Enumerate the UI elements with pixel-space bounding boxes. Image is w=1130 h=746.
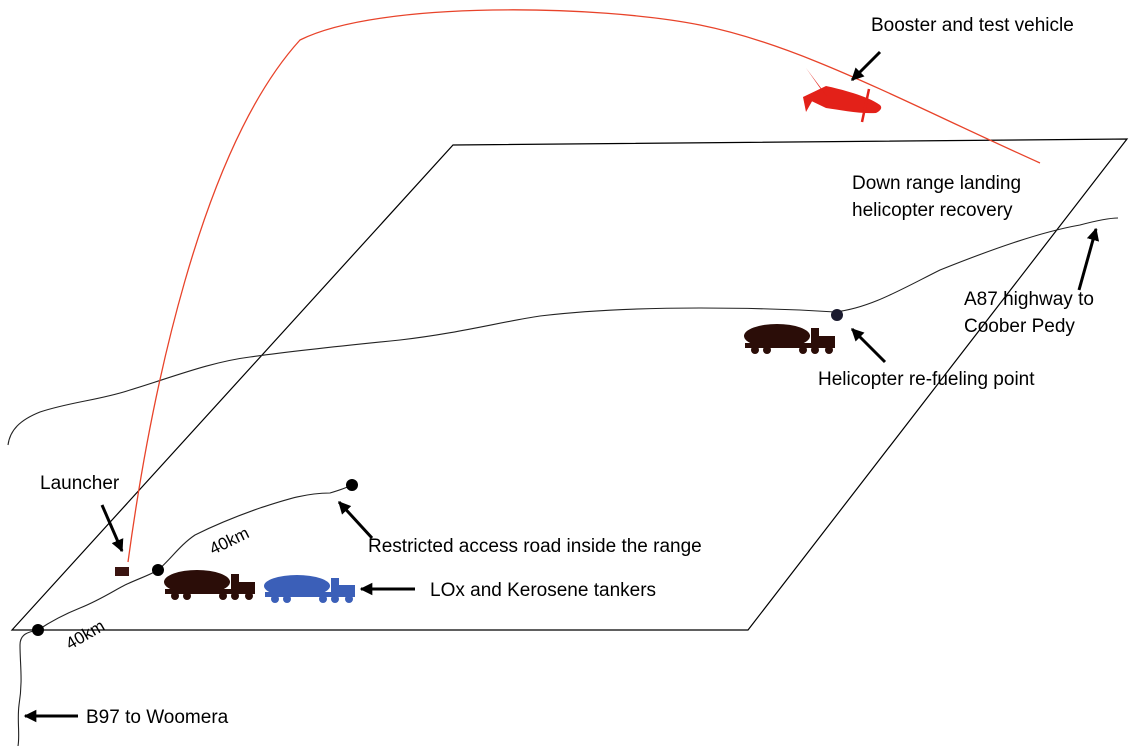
waypoint-dot-icon — [346, 479, 358, 491]
restricted-road-label: Restricted access road inside the range — [368, 536, 702, 557]
landing-label-line1: Down range landing — [852, 173, 1021, 194]
b97-label: B97 to Woomera — [86, 707, 229, 728]
tanker-truck-icon — [264, 575, 355, 603]
tanker-truck-icon — [164, 570, 255, 600]
highway-label-line2: Coober Pedy — [964, 316, 1075, 337]
waypoint-dot-icon — [32, 624, 44, 636]
highway-arrow — [1077, 227, 1100, 291]
booster-label: Booster and test vehicle — [871, 15, 1074, 36]
a87-highway-road — [7, 217, 1119, 446]
highway-label-line1: A87 highway to — [964, 289, 1094, 310]
distance-label-upper: 40km — [206, 523, 252, 558]
distance-label-lower: 40km — [63, 616, 109, 653]
refuel-arrow — [850, 327, 887, 364]
trajectory-path — [127, 9, 1041, 563]
tankers-label: LOx and Kerosene tankers — [430, 580, 656, 601]
booster-arrow — [850, 50, 882, 82]
restricted-access-road — [37, 484, 353, 631]
restricted-road-arrow — [337, 500, 374, 540]
launcher-icon — [115, 567, 129, 576]
launcher-label: Launcher — [40, 473, 120, 494]
tanker-truck-icon — [744, 324, 835, 354]
range-boundary — [10, 138, 1129, 631]
waypoint-dot-icon — [152, 564, 164, 576]
waypoint-dot-icon — [831, 309, 843, 321]
refuel-label: Helicopter re-fueling point — [818, 369, 1035, 390]
rocket-icon — [803, 68, 882, 123]
b97-road — [17, 629, 39, 746]
landing-label-line2: helicopter recovery — [852, 200, 1013, 221]
launcher-arrow — [100, 504, 124, 553]
